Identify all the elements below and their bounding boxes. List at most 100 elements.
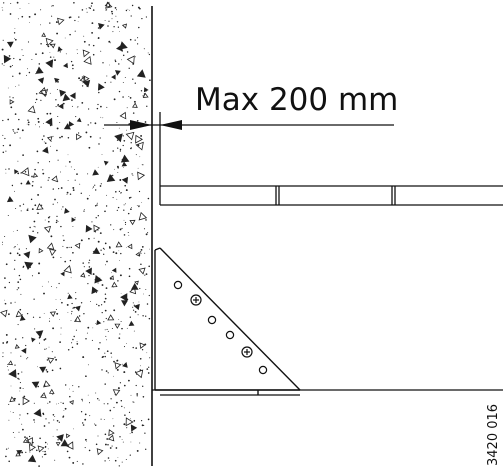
- concrete-speckle: [97, 348, 100, 350]
- concrete-speckle: [2, 9, 4, 11]
- concrete-aggregate: [121, 176, 129, 184]
- concrete-speckle: [70, 60, 73, 63]
- concrete-speckle: [28, 435, 31, 438]
- concrete-speckle: [4, 299, 5, 301]
- concrete-speckle: [137, 144, 140, 147]
- concrete-aggregate: [62, 93, 71, 102]
- concrete-aggregate: [45, 59, 54, 68]
- concrete-speckle: [59, 341, 61, 343]
- concrete-aggregate: [96, 319, 102, 326]
- concrete-aggregate: [51, 175, 58, 183]
- concrete-speckle: [19, 382, 21, 384]
- concrete-speckle: [136, 449, 139, 452]
- concrete-speckle: [129, 38, 132, 41]
- concrete-speckle: [8, 168, 10, 170]
- concrete-aggregate: [126, 55, 135, 65]
- concrete-speckle: [21, 371, 23, 373]
- concrete-aggregate: [32, 172, 39, 178]
- concrete-aggregate: [59, 89, 67, 97]
- concrete-speckle: [67, 348, 70, 351]
- concrete-aggregate: [8, 369, 17, 379]
- concrete-speckle: [137, 6, 140, 9]
- concrete-speckle: [72, 225, 74, 227]
- concrete-speckle: [111, 272, 113, 274]
- concrete-speckle: [52, 256, 55, 259]
- concrete-aggregate: [0, 309, 8, 318]
- concrete-speckle: [105, 287, 108, 289]
- concrete-speckle: [32, 181, 34, 183]
- concrete-speckle: [123, 167, 124, 168]
- concrete-speckle: [33, 225, 35, 227]
- concrete-speckle: [136, 395, 138, 397]
- bottom-beam: [152, 389, 503, 396]
- concrete-speckle: [20, 182, 23, 185]
- concrete-speckle: [128, 67, 130, 70]
- concrete-speckle: [142, 315, 144, 317]
- concrete-speckle: [128, 411, 131, 413]
- concrete-speckle: [101, 154, 103, 155]
- concrete-speckle: [130, 15, 132, 17]
- concrete-speckle: [34, 328, 36, 330]
- concrete-speckle: [17, 160, 19, 162]
- concrete-speckle: [56, 215, 58, 218]
- concrete-speckle: [3, 64, 5, 66]
- concrete-speckle: [73, 428, 74, 430]
- concrete-aggregate: [137, 171, 146, 181]
- concrete-speckle: [20, 355, 22, 357]
- concrete-speckle: [104, 81, 106, 84]
- concrete-speckle: [52, 414, 55, 416]
- concrete-speckle: [34, 204, 37, 207]
- concrete-speckle: [115, 252, 118, 255]
- concrete-speckle: [100, 304, 103, 306]
- concrete-speckle: [69, 33, 71, 36]
- concrete-aggregate: [85, 267, 92, 276]
- concrete-speckle: [116, 121, 118, 124]
- concrete-aggregate: [62, 62, 68, 69]
- concrete-speckle: [28, 124, 30, 126]
- concrete-aggregate: [138, 211, 148, 221]
- concrete-speckle: [15, 207, 17, 210]
- concrete-speckle: [94, 231, 97, 233]
- concrete-speckle: [9, 96, 11, 98]
- concrete-speckle: [91, 221, 93, 223]
- concrete-speckle: [12, 75, 14, 77]
- concrete-aggregate: [82, 49, 90, 58]
- concrete-speckle: [26, 412, 29, 415]
- concrete-speckle: [2, 119, 4, 122]
- concrete-speckle: [37, 117, 40, 120]
- concrete-speckle: [112, 197, 114, 199]
- concrete-speckle: [102, 247, 105, 250]
- concrete-aggregate: [14, 169, 19, 175]
- concrete-aggregate: [142, 92, 149, 98]
- concrete-speckle: [115, 401, 118, 404]
- concrete-speckle: [14, 28, 16, 29]
- concrete-speckle: [21, 423, 23, 425]
- concrete-speckle: [147, 232, 149, 234]
- concrete-aggregate: [80, 272, 86, 278]
- concrete-speckle: [19, 387, 22, 389]
- concrete-speckle: [107, 444, 109, 446]
- concrete-speckle: [34, 168, 36, 171]
- concrete-speckle: [123, 204, 125, 206]
- concrete-aggregate: [131, 102, 138, 108]
- concrete-speckle: [87, 283, 89, 285]
- drawing-reference-code: 3420 016: [486, 404, 501, 466]
- concrete-aggregate: [130, 282, 139, 290]
- concrete-aggregate: [37, 77, 45, 84]
- concrete-speckle: [123, 139, 126, 142]
- concrete-speckle: [126, 427, 128, 429]
- concrete-speckle: [143, 48, 145, 50]
- concrete-aggregate: [20, 167, 30, 177]
- concrete-speckle: [128, 9, 130, 11]
- concrete-speckle: [139, 156, 141, 158]
- concrete-speckle: [136, 393, 139, 395]
- concrete-speckle: [13, 268, 16, 270]
- concrete-speckle: [70, 166, 72, 168]
- concrete-speckle: [108, 40, 111, 43]
- concrete-speckle: [51, 15, 53, 17]
- concrete-speckle: [55, 221, 58, 224]
- concrete-speckle: [50, 235, 53, 238]
- dimension-arrow-right: [160, 120, 182, 130]
- concrete-speckle: [130, 196, 132, 199]
- concrete-speckle: [42, 172, 45, 175]
